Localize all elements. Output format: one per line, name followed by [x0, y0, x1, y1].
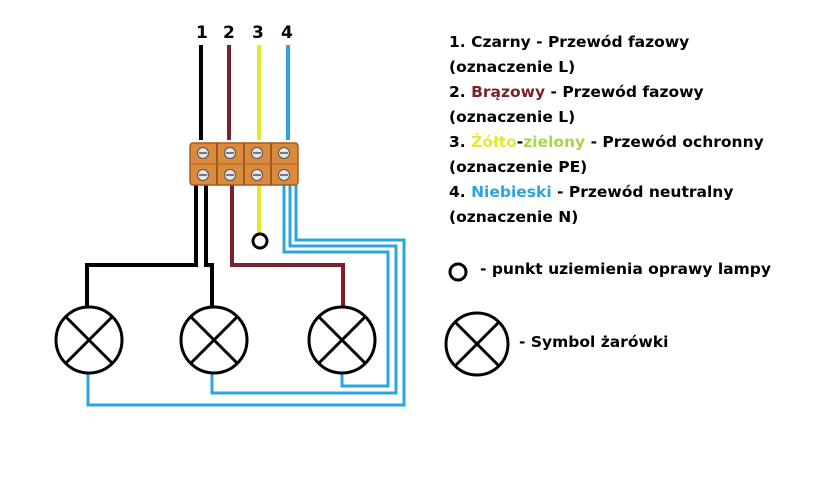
legend-item-3-note: (oznaczenie PE) — [449, 158, 588, 176]
terminal-block — [189, 142, 299, 186]
legend: 1. Czarny - Przewód fazowy (oznaczenie L… — [449, 30, 829, 230]
color-word-green: zielony — [523, 133, 586, 151]
wire-number-2: 2 — [223, 23, 235, 43]
color-word-brown: Brązowy — [471, 83, 546, 101]
bulb-middle-icon — [179, 305, 249, 375]
bulb-symbol-label: - Symbol żarówki — [519, 333, 669, 351]
wire-black-out-left — [85, 185, 198, 308]
legend-item-2: 2. Brązowy - Przewód fazowy — [449, 83, 704, 101]
legend-item-4: 4. Niebieski - Przewód neutralny — [449, 183, 734, 201]
wire-blue-out-group — [86, 185, 406, 407]
color-word-yellow: Żółto — [471, 133, 517, 151]
legend-item-2-note: (oznaczenie L) — [449, 108, 576, 126]
wire-number-3: 3 — [252, 23, 264, 43]
wire-brown-out — [230, 185, 345, 308]
legend-ground-symbol-icon — [448, 262, 468, 282]
bulb-right-icon — [307, 305, 377, 375]
wire-black-out-middle — [204, 185, 214, 308]
wire-number-1: 1 — [196, 23, 208, 43]
legend-bulb-symbol-icon — [444, 311, 510, 377]
bulb-left-icon — [54, 305, 124, 375]
legend-item-4-note: (oznaczenie N) — [449, 208, 579, 226]
wire-number-4: 4 — [281, 23, 293, 43]
ground-point-icon — [251, 232, 269, 250]
color-word-blue: Niebieski — [471, 183, 552, 201]
legend-item-3: 3. Żółto-zielony - Przewód ochronny — [449, 133, 764, 151]
ground-symbol-label: - punkt uziemienia oprawy lampy — [480, 260, 771, 278]
legend-item-1: 1. Czarny - Przewód fazowy — [449, 33, 690, 51]
legend-item-1-note: (oznaczenie L) — [449, 58, 576, 76]
color-word-black: Czarny — [471, 33, 531, 51]
